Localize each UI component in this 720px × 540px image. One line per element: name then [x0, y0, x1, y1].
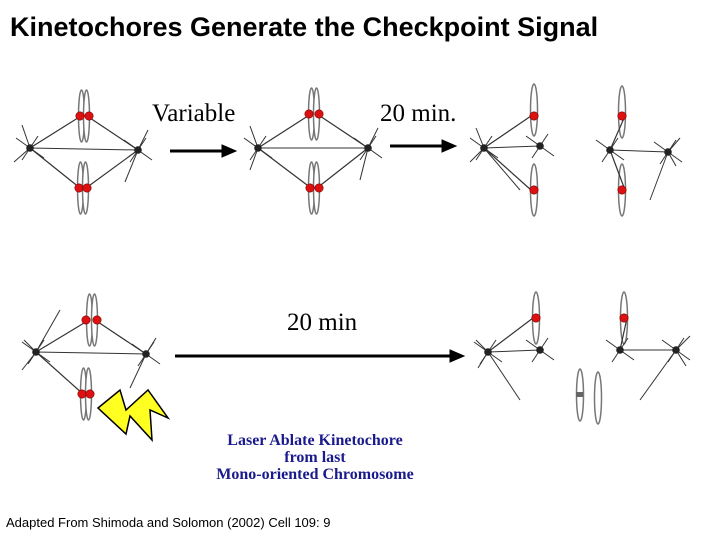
kinetochore-dot [92, 315, 102, 325]
spindle-fiber [609, 149, 626, 191]
spindle-fiber [29, 115, 82, 149]
spindle-fiber [35, 351, 147, 355]
spindle-fiber [249, 125, 259, 149]
kinetochore-dot [84, 111, 94, 121]
arrow-20-min-bottom [175, 349, 466, 363]
cell-4 [595, 85, 683, 217]
chromosome [529, 83, 539, 137]
slide-title: Kinetochores Generate the Checkpoint Sig… [10, 12, 599, 42]
spindle-fiber [129, 353, 147, 389]
cell-7 [605, 291, 691, 401]
spindle-fiber [35, 351, 84, 395]
spindle-fiber [21, 124, 31, 149]
cell-5 [21, 293, 161, 421]
cell-2 [243, 87, 383, 215]
spindle-fiber [649, 151, 669, 201]
kinetochore-dot [74, 183, 84, 193]
spindle-fiber [483, 147, 521, 191]
spindle-fiber [487, 317, 534, 353]
laser-caption-line: Laser Ablate Kinetochore [227, 432, 403, 449]
spindle-pole [536, 142, 544, 150]
chromatid-mark [576, 392, 583, 397]
spindle-fiber [483, 145, 541, 149]
spindle-fiber [609, 115, 626, 151]
kinetochore-dot [531, 313, 541, 323]
laser-caption-line: from last [284, 449, 346, 466]
spindle-pole [26, 144, 34, 152]
spindle-fiber [619, 317, 628, 351]
spindle-fiber [316, 147, 369, 189]
spindle-pole [142, 350, 150, 358]
spindle-pole [134, 146, 142, 154]
arrow-20-min-top [390, 139, 458, 153]
kinetochore-dot [529, 185, 539, 195]
spindle-fiber [85, 149, 139, 189]
kinetochore-dot [75, 111, 85, 121]
spindle-fiber [124, 149, 139, 183]
spindle-fiber [487, 351, 521, 401]
spindle-fiber [257, 113, 312, 149]
spindle-fiber [35, 309, 61, 353]
spindle-pole [664, 148, 672, 156]
kinetochore-dot [314, 183, 324, 193]
laser-caption-line: Mono-oriented Chromosome [216, 466, 414, 483]
cell-diagrams [13, 83, 691, 425]
spindle-pole [536, 346, 544, 354]
cell-6 [473, 291, 555, 401]
spindle-fiber [483, 147, 532, 191]
spindle-pole [480, 144, 488, 152]
cell-1 [13, 89, 153, 215]
spindle-fiber [249, 147, 259, 171]
cell-3 [469, 83, 555, 217]
label-variable: Variable [152, 100, 236, 127]
spindle-pole [32, 348, 40, 356]
kinetochore-dot [305, 183, 315, 193]
kinetochore-dot [529, 111, 539, 121]
spindle-fiber [483, 115, 532, 149]
kinetochore-dot [617, 185, 627, 195]
spindle-fiber [487, 349, 541, 353]
kinetochore-dot [81, 315, 91, 325]
kinetochore-dot [85, 389, 95, 399]
spindle-pole [254, 144, 262, 152]
citation: Adapted From Shimoda and Solomon (2002) … [6, 515, 331, 530]
spindle-pole [672, 346, 680, 354]
arrow-variable [170, 144, 238, 158]
spindle-fiber [29, 147, 139, 151]
spindle-pole [606, 146, 614, 154]
spindle-pole [364, 144, 372, 152]
label-20-min-top: 20 min. [380, 100, 457, 127]
kinetochore-dot [304, 109, 314, 119]
kinetochore-dot [617, 111, 627, 121]
laser-caption: Laser Ablate Kinetochore from last Mono-… [180, 432, 450, 483]
label-20-min-bottom: 20 min [287, 309, 358, 336]
laser-bolt-icon [96, 388, 171, 443]
spindle-pole [616, 346, 624, 354]
spindle-fiber [29, 147, 81, 189]
spindle-fiber [609, 149, 669, 153]
kinetochore-dot [314, 109, 324, 119]
spindle-fiber [359, 147, 369, 181]
chromosome [593, 371, 603, 425]
spindle-pole [484, 348, 492, 356]
spindle-fiber [35, 319, 90, 353]
kinetochore-dot [619, 313, 629, 323]
kinetochore-dot [82, 183, 92, 193]
kinetochore-dot [77, 389, 87, 399]
lagging-chromatids [575, 368, 603, 425]
